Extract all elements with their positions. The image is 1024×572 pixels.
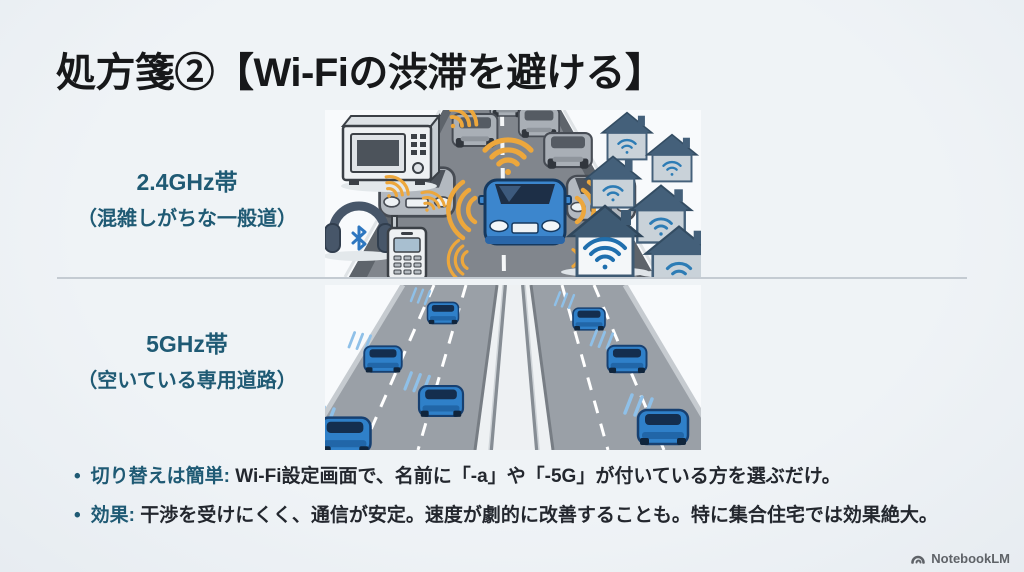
clear-highway-scene <box>325 285 701 450</box>
band-24ghz-name: 2.4GHz帯 <box>136 169 238 195</box>
bullet-switching: • 切り替えは簡単: Wi-Fi設定画面で、名前に「-a」や「-5G」が付いている… <box>74 464 938 490</box>
notebooklm-watermark: NotebookLM <box>910 550 1010 566</box>
divider-line <box>57 277 967 279</box>
bullet-switching-text: Wi-Fi設定画面で、名前に「-a」や「-5G」が付いている方を選ぶだけ。 <box>229 466 841 487</box>
wifi-house-icon <box>561 111 701 277</box>
page-title: 処方箋②【Wi-Fiの渋滞を避ける】 <box>56 51 665 95</box>
congested-road-scene <box>325 110 701 277</box>
road-comparison-illustration <box>325 110 701 450</box>
brand-name: NotebookLM <box>931 550 1010 566</box>
blue-car-icon <box>478 178 572 246</box>
band-24ghz-desc: （混雑しがちな一般道） <box>77 208 297 230</box>
bullet-effect: • 効果: 干渉を受けにくく、通信が安定。速度が劇的に改善することも。特に集合住宅… <box>74 503 938 529</box>
bullet-effect-label: 効果: <box>90 504 135 526</box>
bullet-dot: • <box>74 466 81 487</box>
cordless-phone-icon <box>386 215 428 277</box>
microwave-icon <box>340 113 442 192</box>
band-5ghz-label: 5GHz帯 （空いている専用道路） <box>42 325 332 393</box>
band-5ghz-name: 5GHz帯 <box>146 331 228 357</box>
band-5ghz-desc: （空いている専用道路） <box>77 370 297 392</box>
bullet-effect-text: 干渉を受けにくく、通信が安定。速度が劇的に改善することも。特に集合住宅では効果絶… <box>134 504 938 526</box>
notebooklm-logo-icon <box>911 555 926 564</box>
bullet-dot: • <box>74 504 81 526</box>
bluetooth-headphones-icon <box>325 201 395 261</box>
bullet-list: • 切り替えは簡単: Wi-Fi設定画面で、名前に「-a」や「-5G」が付いている… <box>74 464 938 541</box>
bullet-switching-label: 切り替えは簡単: <box>90 466 230 487</box>
band-24ghz-label: 2.4GHz帯 （混雑しがちな一般道） <box>42 163 332 231</box>
